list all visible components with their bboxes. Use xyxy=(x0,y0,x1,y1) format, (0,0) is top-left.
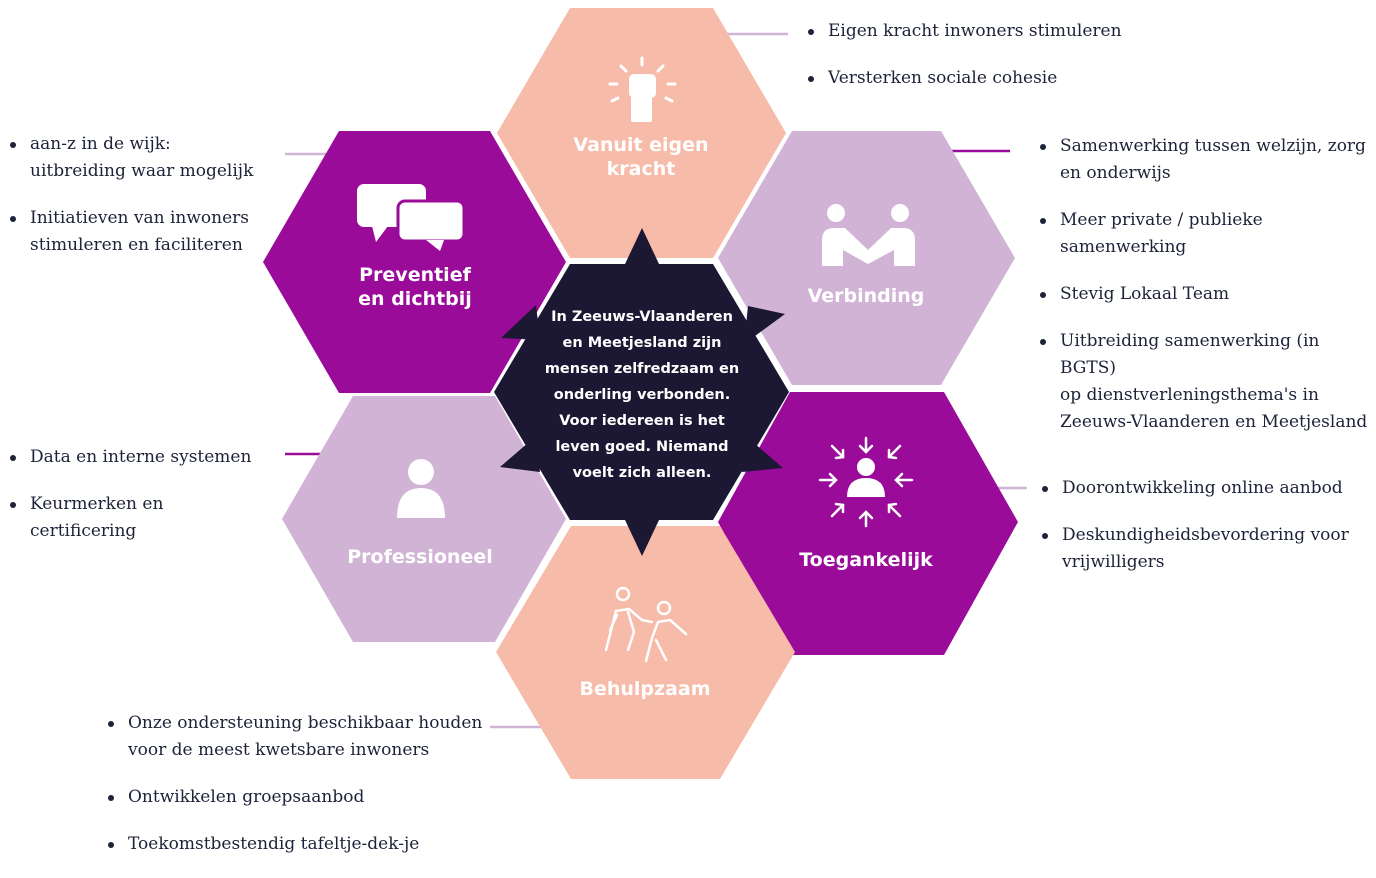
list-upper-right: Samenwerking tussen welzijn, zorg en ond… xyxy=(1038,133,1374,456)
hexagon-upper-right-label: Verbinding xyxy=(808,285,925,307)
center-line-4: onderling verbonden. xyxy=(554,387,731,403)
list-item: Ontwikkelen groepsaanbod xyxy=(106,784,486,811)
hexagon-lower-left xyxy=(282,396,566,642)
list-lower-right: Doorontwikkeling online aanbod Deskundig… xyxy=(1040,475,1374,596)
center-line-3: mensen zelfredzaam en xyxy=(545,361,739,377)
hexagon-top-label-2: kracht xyxy=(607,158,676,180)
list-item: Stevig Lokaal Team xyxy=(1038,281,1374,308)
hexagon-upper-left xyxy=(263,131,566,393)
list-item: Doorontwikkeling online aanbod xyxy=(1040,475,1374,502)
list-item: Uitbreiding samenwerking (in BGTS) op di… xyxy=(1038,328,1374,436)
center-line-2: en Meetjesland zijn xyxy=(563,335,722,351)
list-top: Eigen kracht inwoners stimuleren Verster… xyxy=(806,18,1186,112)
list-item: Toekomstbestendig tafeltje-dek-je xyxy=(106,831,486,858)
center-line-5: Voor iedereen is het xyxy=(559,413,725,429)
center-line-7: voelt zich alleen. xyxy=(573,465,712,481)
list-item: Samenwerking tussen welzijn, zorg en ond… xyxy=(1038,133,1374,187)
list-item: Eigen kracht inwoners stimuleren xyxy=(806,18,1186,45)
list-item: Deskundigheidsbevordering voor vrijwilli… xyxy=(1040,522,1374,576)
hexagon-top xyxy=(497,8,786,258)
center-line-6: leven goed. Niemand xyxy=(555,439,728,455)
list-upper-left: aan-z in de wijk: uitbreiding waar mogel… xyxy=(8,131,278,279)
hexagon-bottom-label: Behulpzaam xyxy=(579,678,710,700)
chat-bubbles-icon xyxy=(357,184,466,251)
helping-hand-icon xyxy=(604,586,688,663)
list-item: Data en interne systemen xyxy=(8,444,278,471)
person-icon xyxy=(397,459,445,518)
center-line-1: In Zeeuws-Vlaanderen xyxy=(551,309,733,325)
hexagon-upper-left-label-1: Preventief xyxy=(359,264,471,286)
raised-fist-icon xyxy=(608,56,677,122)
hexagon-lower-right xyxy=(718,392,1018,655)
list-bottom: Onze ondersteuning beschikbaar houden vo… xyxy=(106,710,486,878)
list-item: Versterken sociale cohesie xyxy=(806,65,1186,92)
list-item: Keurmerken en certificering xyxy=(8,491,278,545)
handshake-people-icon xyxy=(822,204,915,266)
center-statement: In Zeeuws-Vlaanderen en Meetjesland zijn… xyxy=(545,309,739,481)
person-arrows-icon xyxy=(818,436,914,528)
hexagon-lower-left-label: Professioneel xyxy=(347,546,493,568)
list-item: aan-z in de wijk: uitbreiding waar mogel… xyxy=(8,131,278,185)
hexagon-upper-left-label-2: en dichtbij xyxy=(358,288,472,310)
center-hexagon xyxy=(494,228,789,556)
hexagon-bottom xyxy=(496,526,795,779)
list-item: Onze ondersteuning beschikbaar houden vo… xyxy=(106,710,486,764)
hexagon-lower-right-label: Toegankelijk xyxy=(799,549,933,571)
hexagon-top-label-1: Vanuit eigen xyxy=(573,134,708,156)
list-item: Meer private / publieke samenwerking xyxy=(1038,207,1374,261)
list-item: Initiatieven van inwoners stimuleren en … xyxy=(8,205,278,259)
list-lower-left: Data en interne systemen Keurmerken en c… xyxy=(8,444,278,565)
